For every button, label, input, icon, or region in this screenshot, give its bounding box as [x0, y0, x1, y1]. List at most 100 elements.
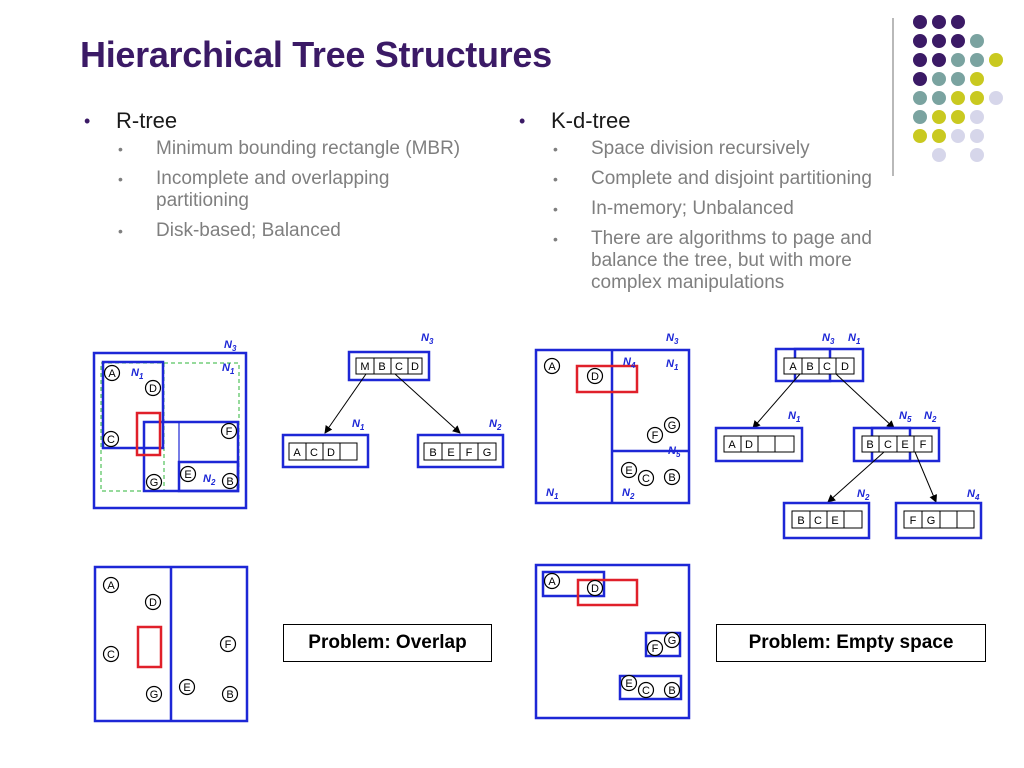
node-label-n3: N3	[822, 332, 835, 346]
rtree-item: Disk-based; Balanced	[80, 220, 540, 242]
node-entry: C	[814, 515, 822, 527]
point-label: G	[150, 477, 159, 489]
point-label: F	[226, 426, 233, 438]
slide-title: Hierarchical Tree Structures	[80, 34, 552, 75]
node-label-n4: N4	[967, 488, 980, 502]
rtree-item: Minimum bounding rectangle (MBR)	[80, 138, 540, 160]
rtree-tree-diagram	[281, 350, 505, 469]
rtree-bullet-list: R-tree Minimum bounding rectangle (MBR) …	[80, 108, 540, 250]
point-label: D	[149, 597, 157, 609]
node-entry: B	[429, 447, 436, 459]
point-label: G	[150, 689, 159, 701]
node-entry: B	[797, 515, 804, 527]
point-label: F	[225, 639, 232, 651]
node-entry: B	[378, 361, 385, 373]
point-label: E	[625, 678, 632, 690]
node-entry: F	[920, 439, 927, 451]
overlap-problem-label: Problem: Overlap	[283, 624, 492, 662]
point-label: C	[107, 434, 115, 446]
kdtree-bullet-list: K-d-tree Space division recursively Comp…	[515, 108, 975, 302]
node-name-labels: N3 N1 N1 N2 N3 N1 N2 N3 N4 N1 N5 N1 N2 N…	[131, 332, 980, 502]
point-label: B	[668, 685, 675, 697]
point-label: B	[226, 476, 233, 488]
kdtree-item: There are algorithms to page and balance…	[515, 228, 911, 294]
node-label-n1: N1	[131, 367, 144, 381]
node-entry: E	[901, 439, 908, 451]
node-entry: E	[447, 447, 454, 459]
purple-dots	[913, 15, 965, 86]
node-label-n1: N1	[352, 418, 365, 432]
point-label: C	[107, 649, 115, 661]
node-entry: D	[327, 447, 335, 459]
node-label-n1: N1	[546, 487, 559, 501]
point-label: B	[668, 472, 675, 484]
node-entry: A	[728, 439, 736, 451]
node-label-n2: N2	[489, 418, 502, 432]
kdtree-spatial-diagram	[534, 348, 691, 505]
point-label: E	[183, 682, 190, 694]
point-label: A	[107, 580, 115, 592]
empty-space-problem-diagram	[534, 563, 691, 720]
node-label-n2: N2	[857, 488, 870, 502]
point-label: D	[591, 371, 599, 383]
node-label-n1: N1	[222, 362, 235, 376]
point-label: F	[652, 643, 659, 655]
point-label: C	[642, 473, 650, 485]
node-label-n4: N4	[623, 356, 636, 370]
node-cell-labels: M B C D A C D B E F G A B C D A D B C E …	[293, 361, 935, 527]
point-label: A	[548, 361, 556, 373]
kdtree-item: In-memory; Unbalanced	[515, 198, 975, 220]
node-entry: F	[466, 447, 473, 459]
node-entry: D	[841, 361, 849, 373]
node-label-n3: N3	[666, 332, 679, 346]
node-entry: D	[745, 439, 753, 451]
node-label-n1: N1	[788, 410, 801, 424]
rtree-item: Incomplete and overlapping partitioning	[80, 168, 466, 212]
point-label: C	[642, 685, 650, 697]
point-label: B	[226, 689, 233, 701]
node-label-n3: N3	[224, 339, 237, 353]
rtree-heading: R-tree	[80, 108, 540, 134]
node-entry: D	[411, 361, 419, 373]
kdtree-item: Space division recursively	[515, 138, 975, 160]
kdtree-tree-diagram	[714, 347, 983, 540]
node-label-n5: N5	[668, 445, 681, 459]
node-label-n1: N1	[666, 358, 679, 372]
node-entry: G	[483, 447, 492, 459]
point-label: E	[625, 465, 632, 477]
node-entry: B	[806, 361, 813, 373]
overlap-problem-diagram	[93, 565, 249, 723]
node-label-n3: N3	[421, 332, 434, 346]
node-label-n1: N1	[848, 332, 861, 346]
empty-space-problem-label: Problem: Empty space	[716, 624, 986, 662]
node-label-n2: N2	[924, 410, 937, 424]
node-label-n5: N5	[899, 410, 912, 424]
node-entry: M	[360, 361, 369, 373]
node-label-n2: N2	[203, 473, 216, 487]
point-label: D	[591, 583, 599, 595]
node-entry: F	[910, 515, 917, 527]
point-label: G	[668, 420, 677, 432]
node-entry: C	[310, 447, 318, 459]
node-entry: C	[884, 439, 892, 451]
kdtree-item: Complete and disjoint partitioning	[515, 168, 975, 190]
point-label: G	[668, 635, 677, 647]
rtree-spatial-diagram	[92, 351, 248, 510]
point-label: E	[184, 469, 191, 481]
node-entry: C	[395, 361, 403, 373]
point-label: D	[149, 383, 157, 395]
point-labels: A D C F E G B A D G F E C B A D C F E G …	[107, 361, 676, 701]
node-entry: B	[866, 439, 873, 451]
point-label: F	[652, 430, 659, 442]
node-entry: G	[927, 515, 936, 527]
node-entry: C	[823, 361, 831, 373]
title-divider-line	[892, 18, 894, 176]
node-label-n2: N2	[622, 487, 635, 501]
point-label: A	[108, 368, 116, 380]
node-entry: A	[789, 361, 797, 373]
node-entry: A	[293, 447, 301, 459]
node-entry: E	[831, 515, 838, 527]
kdtree-heading: K-d-tree	[515, 108, 975, 134]
point-label: A	[548, 576, 556, 588]
